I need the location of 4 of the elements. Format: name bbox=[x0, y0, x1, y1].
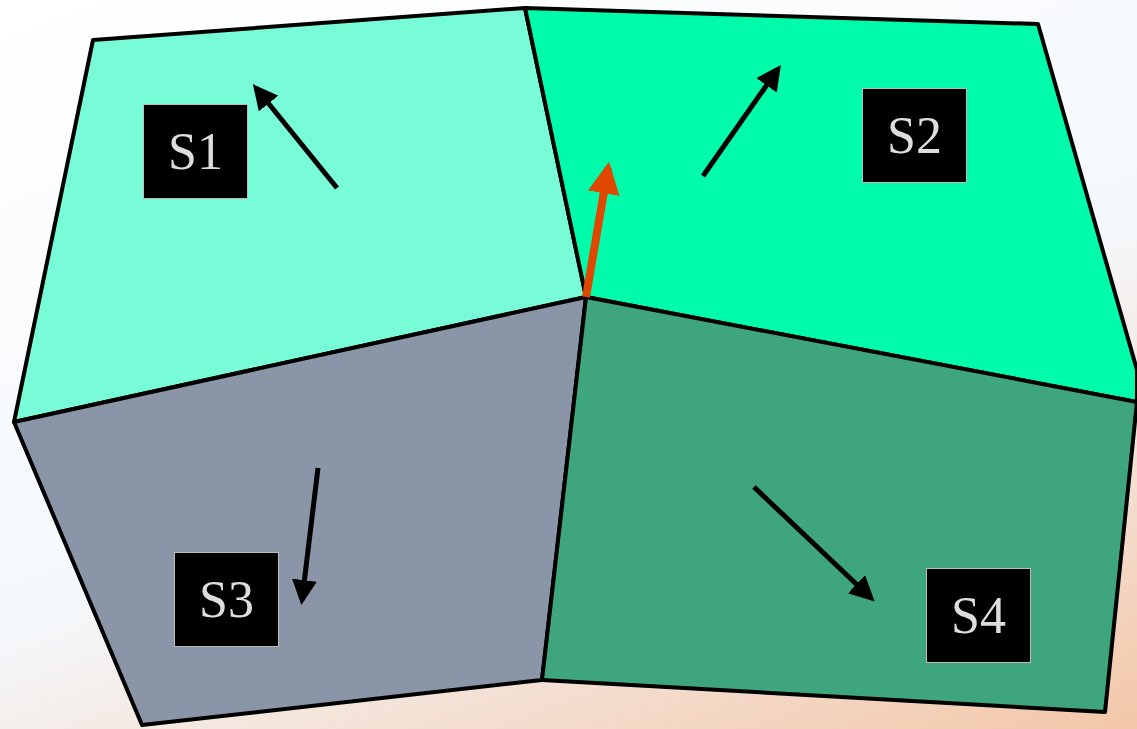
region-label: S4 bbox=[926, 568, 1031, 663]
region-label: S1 bbox=[143, 104, 248, 199]
region-label: S2 bbox=[862, 88, 967, 183]
region-label: S3 bbox=[174, 552, 279, 647]
